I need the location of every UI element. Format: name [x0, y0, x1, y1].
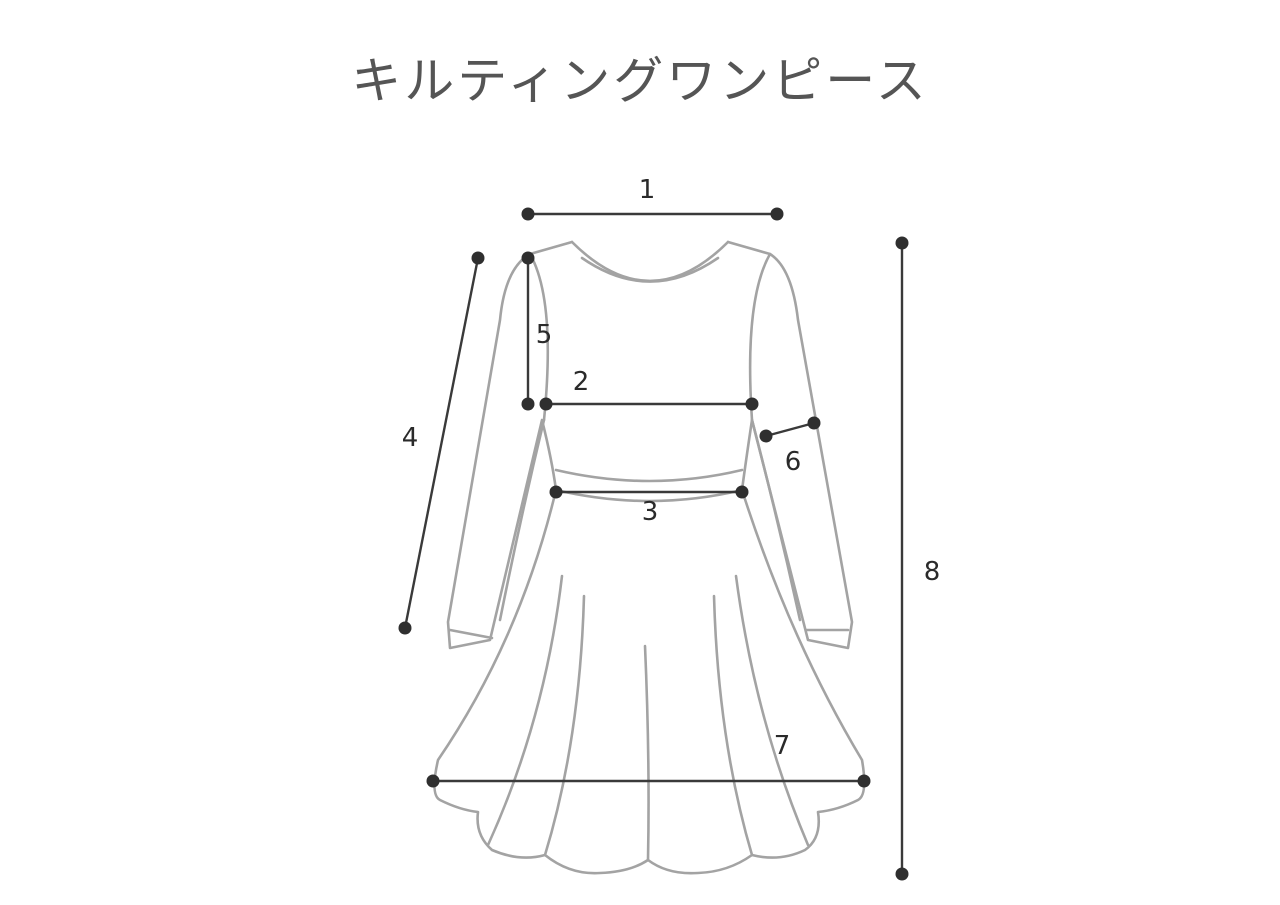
- left-cuff: [448, 628, 494, 640]
- measurement-label-5: 5: [536, 320, 553, 350]
- neckline: [570, 240, 730, 283]
- skirt-pleat: [486, 574, 564, 847]
- measurement-3: 3: [549, 485, 749, 527]
- waistband-bottom: [554, 488, 744, 503]
- skirt-pleat: [543, 594, 586, 857]
- measurement-1: 1: [521, 175, 784, 221]
- dress-outline: [433, 240, 866, 875]
- left-armhole: [528, 252, 550, 422]
- right-armhole: [748, 252, 772, 422]
- skirt-pleat: [643, 644, 650, 862]
- waistband-top: [554, 468, 744, 483]
- measurement-label-6: 6: [785, 447, 802, 477]
- neckline-inner: [580, 256, 720, 283]
- skirt-pleat: [712, 594, 754, 857]
- measurement-label-8: 8: [924, 557, 941, 587]
- measurement-2: 2: [539, 367, 759, 411]
- measurement-4: 4: [398, 251, 485, 635]
- measurement-label-4: 4: [402, 423, 419, 453]
- measurement-label-1: 1: [639, 175, 656, 205]
- skirt-pleat: [734, 574, 810, 847]
- sleeve-inner-right: [750, 418, 802, 622]
- measurement-label-3: 3: [642, 497, 659, 527]
- sleeve-inner-left: [498, 418, 546, 622]
- measurement-6: 6: [759, 416, 821, 477]
- measurement-8: 8: [895, 236, 941, 881]
- measurement-5: 5: [521, 251, 553, 411]
- measurement-label-2: 2: [573, 367, 590, 397]
- measurement-label-7: 7: [774, 731, 791, 761]
- measurement-7: 7: [426, 731, 871, 788]
- product-title: キルティングワンピース: [351, 52, 929, 110]
